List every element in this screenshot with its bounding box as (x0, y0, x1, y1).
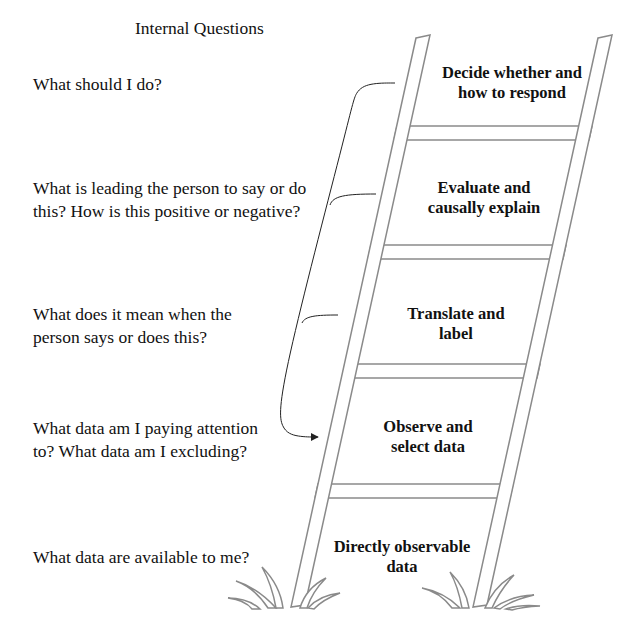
step-label: Observe and select data (368, 417, 488, 457)
internal-question: What does it mean when the person says o… (33, 303, 258, 349)
ladder-rung (315, 484, 513, 498)
ladder-step: Evaluate and causally explain (384, 175, 584, 221)
grass-blade (228, 598, 260, 609)
internal-question: What should I do? (33, 73, 293, 96)
ladder-rung (394, 126, 592, 140)
ladder-step: Observe and select data (318, 415, 538, 459)
grass-blade (506, 605, 540, 610)
step-label: Evaluate and causally explain (414, 178, 555, 218)
grass-blade (262, 567, 283, 608)
step-label: Translate and label (396, 304, 516, 344)
leader-line (302, 315, 338, 323)
internal-question: What data am I paying attention to? What… (33, 417, 271, 463)
grass-blade (450, 572, 469, 608)
internal-question: What is leading the person to say or do … (33, 177, 323, 223)
ladder-rung (368, 245, 566, 259)
step-label: Decide whether and how to respond (442, 63, 583, 103)
ladder-step: Translate and label (356, 301, 556, 347)
grass-blade (422, 588, 460, 608)
internal-question: What data are available to me? (33, 546, 293, 569)
column-heading: Internal Questions (135, 17, 264, 39)
step-label: Directly observable data (327, 537, 477, 577)
ladder-step: Directly observable data (302, 534, 502, 580)
leader-line (330, 194, 376, 205)
grass-blade (308, 593, 340, 609)
ladder-rung (342, 364, 540, 378)
ladder-step: Decide whether and how to respond (395, 60, 629, 106)
reflexive-loop-arrow (281, 83, 395, 437)
